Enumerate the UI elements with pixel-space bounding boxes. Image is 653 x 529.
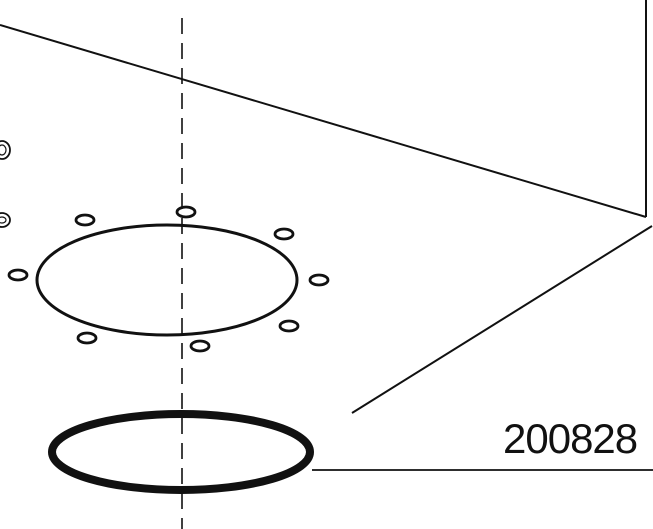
bolt-hole [278, 319, 300, 333]
bolt-hole [189, 339, 211, 353]
bolt-hole-ring [7, 205, 330, 353]
bolt-hole [76, 331, 98, 345]
small-spring-part-icon [0, 140, 11, 160]
bolt-hole [175, 205, 197, 219]
bolt-hole [308, 273, 330, 287]
bolt-hole [273, 227, 295, 241]
bolt-hole [7, 268, 29, 282]
bolt-hole [74, 213, 96, 227]
gasket-ring [35, 223, 299, 337]
part-number-label: 200828 [503, 415, 638, 462]
housing-top-edge-line [0, 24, 647, 218]
small-screw-part-icon [0, 212, 11, 228]
o-ring [48, 410, 314, 494]
housing-bottom-edge-line [351, 225, 653, 414]
